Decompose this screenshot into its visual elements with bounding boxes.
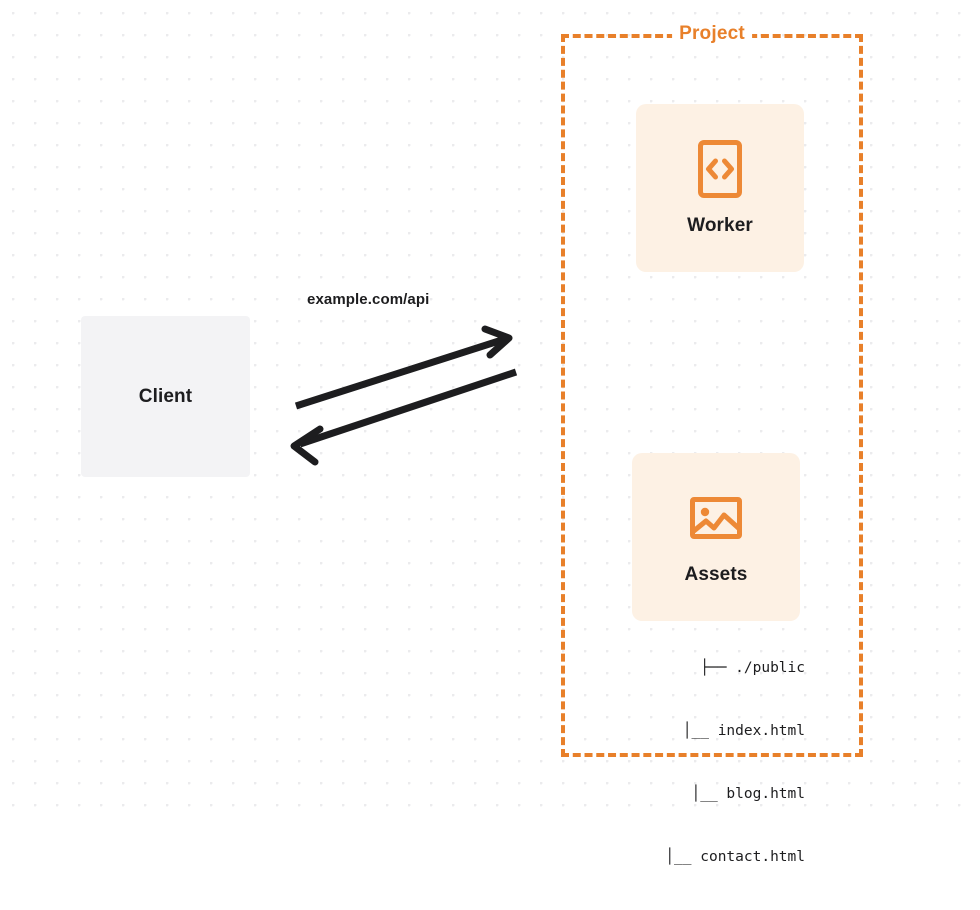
client-node-label: Client	[138, 385, 193, 407]
project-boundary-label: Project	[672, 23, 752, 45]
arrow-line-inbound	[298, 368, 518, 448]
file-tree-row: │__ blog.html	[691, 786, 806, 802]
client-node[interactable]: Client	[81, 316, 250, 477]
worker-service-card[interactable]: Worker	[636, 104, 804, 272]
worker-card-label: Worker	[687, 215, 753, 236]
arrow-line-outbound	[294, 335, 507, 410]
arrow-head-outbound	[481, 325, 513, 359]
file-tree-row: ├── ./public	[700, 660, 805, 676]
assets-card-label: Assets	[684, 564, 748, 585]
file-tree-row: │__ index.html	[682, 723, 805, 739]
file-tree-row: │__ contact.html	[665, 849, 805, 865]
code-brackets-icon	[690, 139, 750, 199]
assets-service-card[interactable]: Assets	[632, 453, 800, 621]
image-icon	[686, 488, 746, 548]
assets-file-tree: ├── ./public │__ index.html │__ blog.htm…	[610, 616, 805, 910]
connection-label: example.com/api	[307, 291, 430, 308]
project-boundary: Project Worker Assets	[561, 23, 863, 757]
arrow-head-inbound	[290, 425, 324, 466]
diagram-canvas: Client Project Worker	[0, 0, 980, 865]
